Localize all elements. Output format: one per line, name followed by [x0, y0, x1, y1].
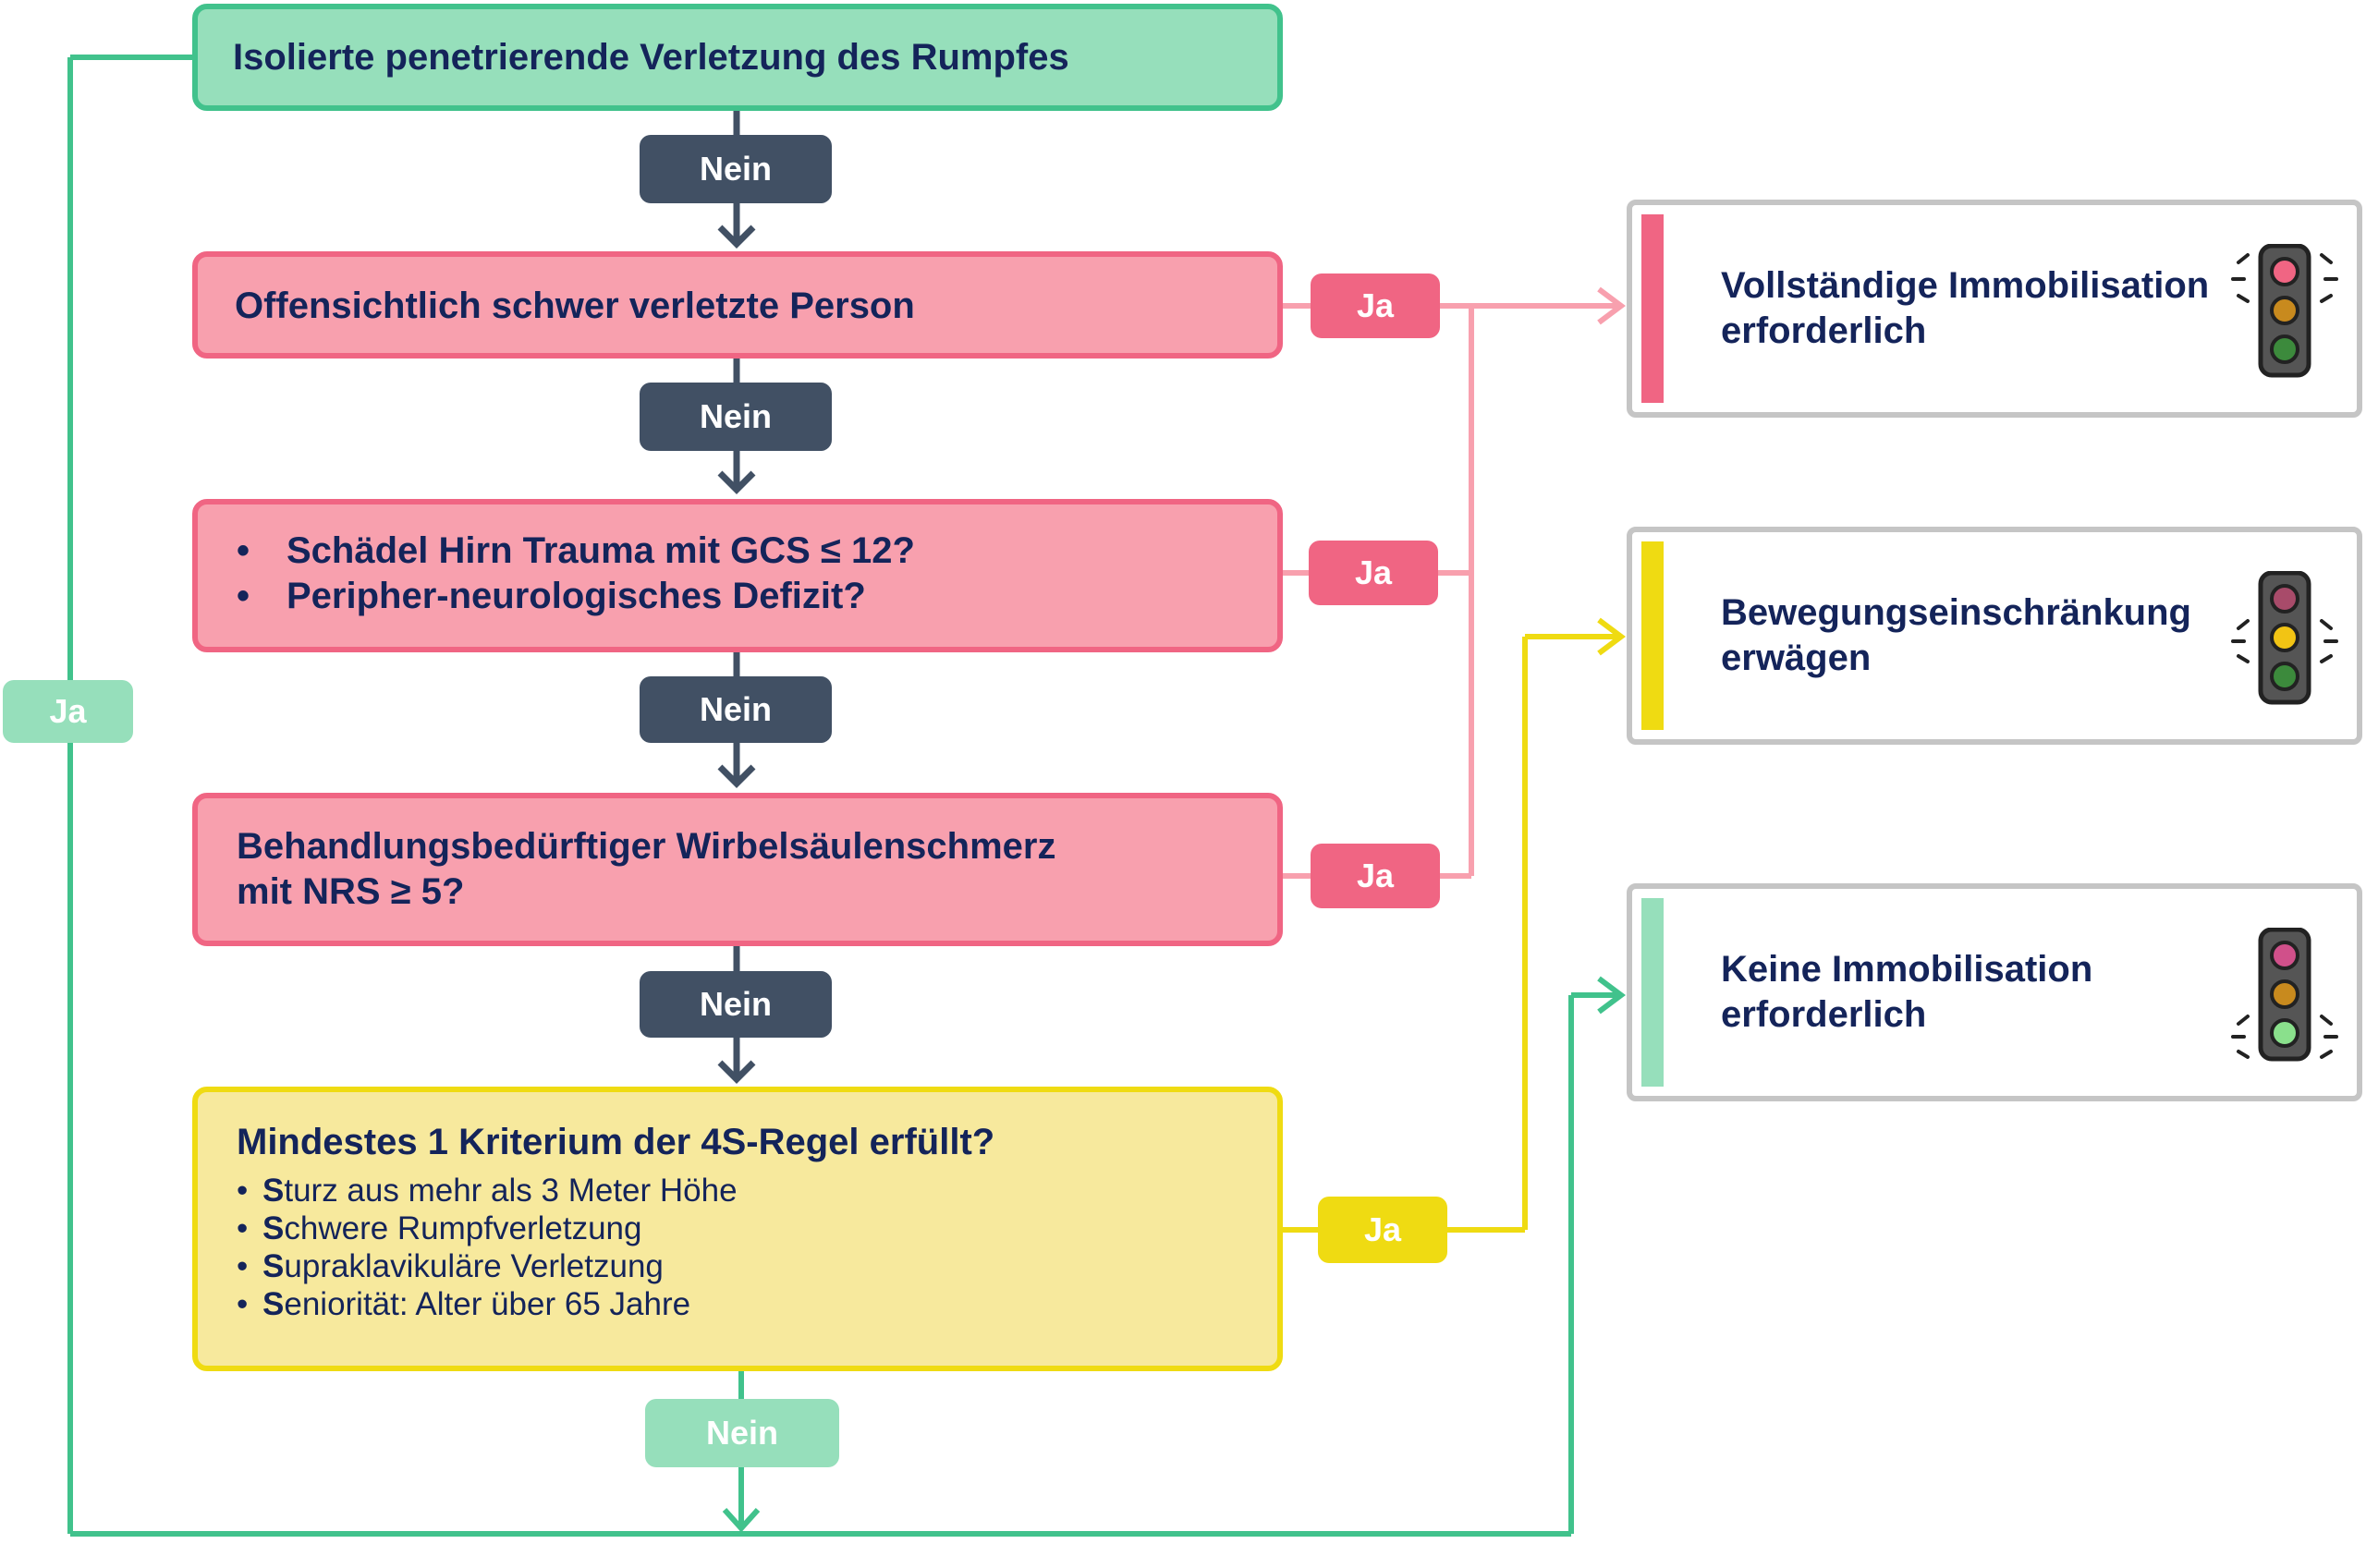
nein-chip-2: Nein: [640, 383, 832, 451]
result-line2: erforderlich: [1721, 994, 1927, 1035]
ja-chip-penetrating: Ja: [3, 680, 133, 743]
result-color-bar: [1641, 898, 1664, 1087]
result-line1: Keine Immobilisation: [1721, 949, 2093, 990]
injured-person-box: Offensichtlich schwer verletzte Person: [192, 251, 1283, 359]
result-color-bar: [1641, 214, 1664, 403]
neuro-criterion-deficit: Peripher-neurologisches Defizit?: [237, 574, 915, 619]
traffic-light-icon: [2231, 571, 2338, 705]
result-no-immobilisation: Keine Immobilisation erforderlich: [1627, 883, 2362, 1101]
green-connectors: [67, 55, 1626, 1537]
result-text: Bewegungseinschränkung erwägen: [1721, 532, 2238, 739]
four-s-criteria-list: Sturz aus mehr als 3 Meter Höhe Schwere …: [237, 1172, 738, 1323]
nein-chip-final: Nein: [645, 1399, 839, 1467]
spine-pain-line1: Behandlungsbedürftiger Wirbelsäulenschme…: [237, 826, 1056, 867]
result-line2: erforderlich: [1721, 310, 1927, 351]
four-s-rule-box: Mindestes 1 Kriterium der 4S-Regel erfül…: [192, 1087, 1283, 1371]
spine-pain-box: Behandlungsbedürftiger Wirbelsäulenschme…: [192, 793, 1283, 946]
nein-chip-4: Nein: [640, 971, 832, 1038]
result-line1: Vollständige Immobilisation: [1721, 265, 2210, 306]
result-restriction: Bewegungseinschränkung erwägen: [1627, 527, 2362, 745]
nein-chip-1: Nein: [640, 135, 832, 203]
spine-pain-line2: mit NRS ≥ 5?: [237, 871, 465, 912]
four-s-criterion: Supraklavikuläre Verletzung: [237, 1247, 738, 1285]
neuro-criteria-box: Schädel Hirn Trauma mit GCS ≤ 12? Periph…: [192, 499, 1283, 652]
start-label: Isolierte penetrierende Verletzung des R…: [233, 37, 1069, 78]
ja-chip-neuro: Ja: [1309, 541, 1438, 605]
traffic-light-icon: [2231, 244, 2338, 378]
result-full-immobilisation: Vollständige Immobilisation erforderlich: [1627, 200, 2362, 418]
start-box: Isolierte penetrierende Verletzung des R…: [192, 4, 1283, 111]
four-s-criterion: Sturz aus mehr als 3 Meter Höhe: [237, 1172, 738, 1209]
neuro-criteria-list: Schädel Hirn Trauma mit GCS ≤ 12? Periph…: [237, 529, 915, 619]
neuro-criterion-gcs: Schädel Hirn Trauma mit GCS ≤ 12?: [237, 529, 915, 574]
result-text: Vollständige Immobilisation erforderlich: [1721, 205, 2238, 412]
four-s-title: Mindestes 1 Kriterium der 4S-Regel erfül…: [237, 1122, 995, 1162]
result-text: Keine Immobilisation erforderlich: [1721, 889, 2238, 1096]
result-color-bar: [1641, 541, 1664, 730]
ja-chip-four-s: Ja: [1318, 1197, 1447, 1263]
ja-chip-injured: Ja: [1311, 273, 1440, 338]
traffic-light-icon: [2231, 928, 2338, 1062]
four-s-criterion: Schwere Rumpfverletzung: [237, 1209, 738, 1247]
four-s-criterion: Seniorität: Alter über 65 Jahre: [237, 1285, 738, 1323]
ja-chip-spine: Ja: [1311, 844, 1440, 908]
result-line1: Bewegungseinschränkung: [1721, 592, 2191, 633]
injured-person-label: Offensichtlich schwer verletzte Person: [235, 286, 915, 326]
result-line2: erwägen: [1721, 638, 1872, 678]
nein-chip-3: Nein: [640, 676, 832, 743]
